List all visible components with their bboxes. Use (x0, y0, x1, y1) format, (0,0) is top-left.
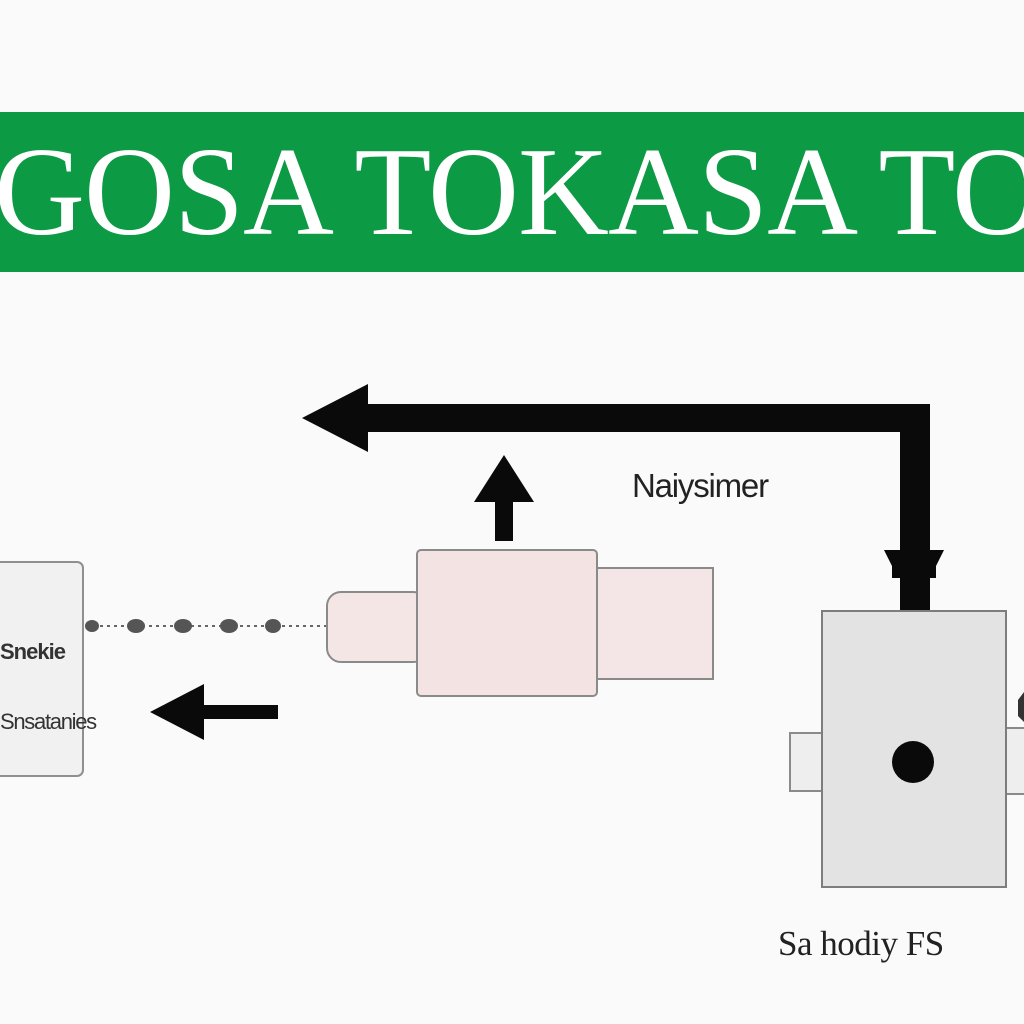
connector-beads (85, 619, 281, 633)
big-arrow-horizontal-shaft (362, 404, 930, 432)
label-top-right: Naiysimer (632, 467, 769, 504)
connector-bead (85, 620, 99, 632)
pink-part-left-nozzle (326, 591, 428, 663)
connector-bead (174, 619, 192, 633)
big-arrow-vertical-shaft (900, 404, 930, 610)
connector-bead (265, 619, 281, 633)
component-dot (892, 741, 934, 783)
up-arrow-head (474, 455, 534, 502)
connector-bead (220, 619, 238, 633)
pink-part-right-end (596, 567, 714, 680)
label-left-lower: Snsatanies (0, 709, 97, 734)
title-banner: GOSA TOKASA TOY (0, 112, 1024, 272)
label-bottom-right: Sa hodiy FS (778, 924, 944, 963)
left-arrow-shaft (196, 705, 278, 719)
pink-part-body (416, 549, 598, 697)
label-left-upper: Snekie (0, 639, 66, 664)
edge-fragment (1018, 692, 1024, 722)
shaft-flange (884, 550, 944, 578)
banner-title: GOSA TOKASA TOY (0, 123, 1024, 262)
left-arrow-head (150, 684, 204, 740)
side-tab-left (789, 732, 825, 792)
connector-bead (127, 619, 145, 633)
big-arrow-head (302, 384, 368, 452)
up-arrow-shaft (495, 497, 513, 541)
left-component-box (0, 561, 84, 777)
